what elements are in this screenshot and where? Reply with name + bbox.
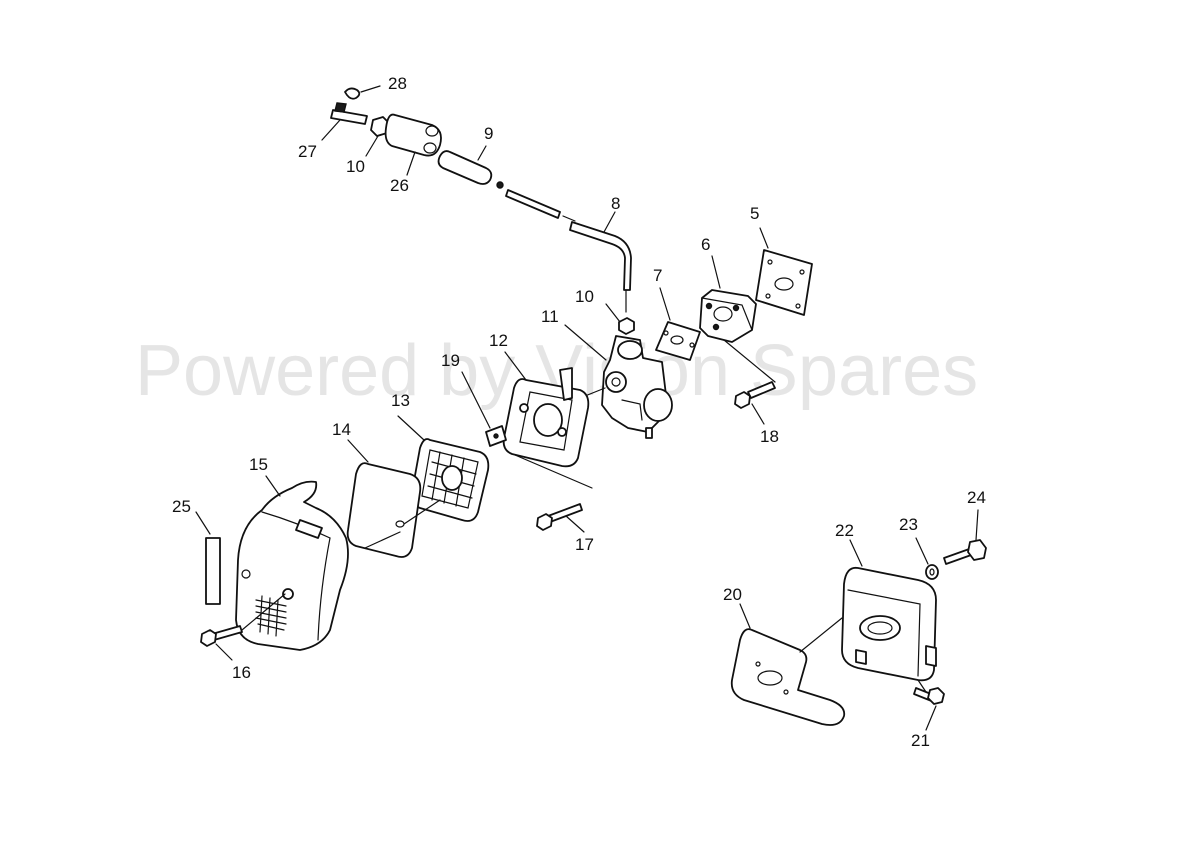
label-27: 27 [298,142,317,161]
part-25-sticker[interactable] [195,511,221,605]
part-9-tube[interactable] [437,145,493,185]
label-22: 22 [835,521,854,540]
part-21-screw[interactable] [913,687,945,731]
part-23-washer[interactable] [915,537,939,580]
cover-vent-grille [255,595,287,637]
label-17: 17 [575,535,594,554]
part-20-heat-shield[interactable] [730,603,846,726]
part-17-bolt[interactable] [536,503,585,533]
label-10-mid: 10 [575,287,594,306]
label-21: 21 [911,731,930,750]
part-5-gasket-plate[interactable] [755,227,813,316]
label-8: 8 [611,194,620,213]
label-9: 9 [484,124,493,143]
part-18-screw[interactable] [734,381,776,425]
label-25: 25 [172,497,191,516]
part-19-clip[interactable] [461,371,507,447]
part-11-carburetor[interactable] [564,324,673,439]
part-6-insulator[interactable] [699,255,776,383]
part-12-filter-base[interactable] [502,351,593,489]
label-15: 15 [249,455,268,474]
label-7: 7 [653,266,662,285]
callout-labels: 28 27 10 26 9 8 5 6 7 10 11 12 19 13 14 … [172,74,986,750]
part-15-filter-cover[interactable] [235,475,349,651]
label-26: 26 [390,176,409,195]
label-6: 6 [701,235,710,254]
part-8-throttle-cable[interactable] [496,181,632,313]
label-14: 14 [332,420,351,439]
label-13: 13 [391,391,410,410]
part-7-gasket[interactable] [655,287,701,361]
label-18: 18 [760,427,779,446]
part-28-clip[interactable] [344,85,381,100]
label-20: 20 [723,585,742,604]
label-12: 12 [489,331,508,350]
label-19: 19 [441,351,460,370]
part-26-sleeve[interactable] [384,113,442,176]
label-16: 16 [232,663,251,682]
label-23: 23 [899,515,918,534]
label-24: 24 [967,488,986,507]
part-13-filter-element[interactable] [397,415,490,522]
part-27-cable-end[interactable] [321,102,368,141]
part-24-bolt[interactable] [943,509,987,565]
label-5: 5 [750,204,759,223]
label-11: 11 [541,307,559,326]
label-28: 28 [388,74,407,93]
label-10-top: 10 [346,157,365,176]
part-10-nut-mid[interactable] [605,303,635,335]
part-14-filter-pad[interactable] [346,439,441,558]
part-16-screw[interactable] [200,593,286,661]
part-22-muffler[interactable] [841,539,937,693]
